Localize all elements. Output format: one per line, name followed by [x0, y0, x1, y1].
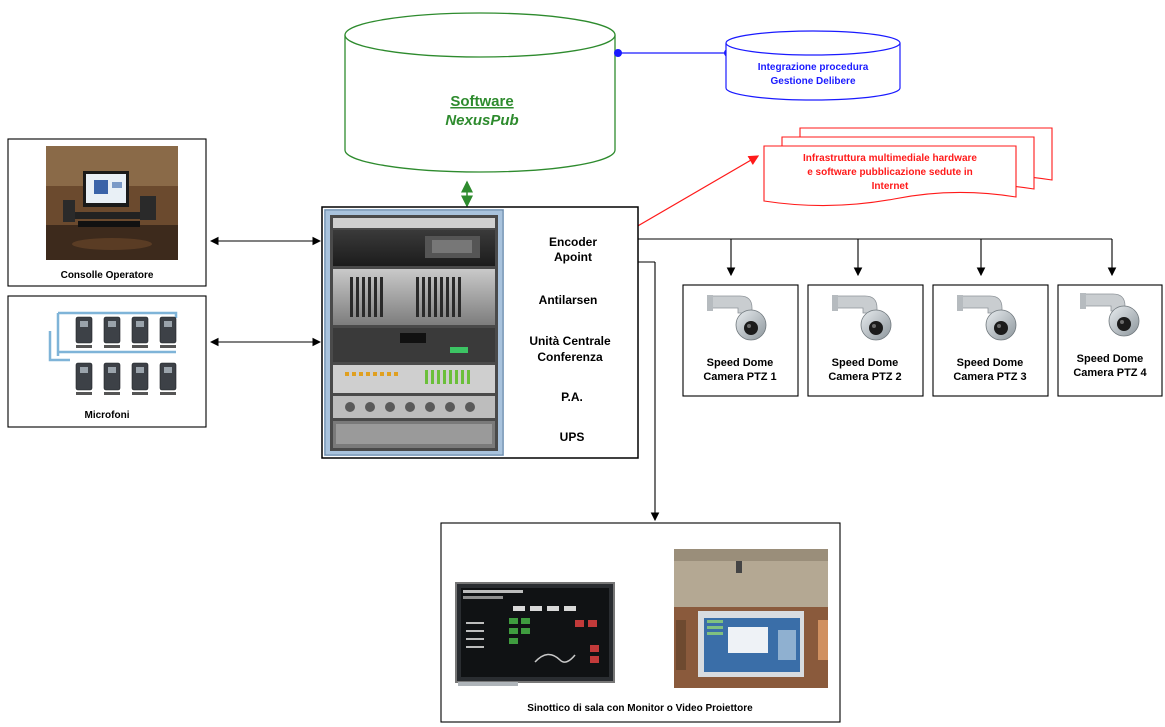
- camera-box-4: Speed Dome Camera PTZ 4: [1057, 284, 1163, 397]
- rack-unit: Encoder Apoint Antilarsen Unità Centrale…: [321, 206, 639, 459]
- console-label: Consolle Operatore: [61, 270, 154, 281]
- dome-camera-icon: [707, 295, 767, 341]
- rack-internet-link: [635, 155, 760, 228]
- nexuspub-label: NexusPub: [445, 112, 518, 129]
- dome-camera-icon: [832, 295, 892, 341]
- synoptic-label: Sinottico di sala con Monitor o Video Pr…: [527, 703, 753, 714]
- camera-4-label-2: Camera PTZ 4: [1073, 367, 1147, 379]
- microphones-label: Microfoni: [85, 410, 130, 421]
- dome-camera-icon: [1080, 293, 1140, 337]
- rack-pa-label: P.A.: [561, 390, 583, 404]
- integration-label-2: Gestione Delibere: [770, 76, 855, 87]
- monitor-image: [455, 582, 615, 686]
- rack-encoder-label: Encoder: [549, 235, 597, 249]
- rack-synoptic-link: [638, 261, 660, 522]
- internet-document: Infrastruttura multimediale hardware e s…: [763, 127, 1053, 207]
- software-label: Software: [450, 93, 513, 110]
- console-photo: [46, 146, 178, 260]
- rack-central-label: Unità Centrale: [529, 334, 611, 348]
- camera-box-3: Speed Dome Camera PTZ 3: [932, 284, 1049, 397]
- integration-connector: [614, 49, 732, 57]
- camera-3-label-2: Camera PTZ 3: [953, 371, 1026, 383]
- microphones-graphic: [48, 311, 178, 395]
- rack-ups-label: UPS: [560, 430, 585, 444]
- integration-label-1: Integrazione procedura: [758, 62, 869, 73]
- rack-conference-label: Conferenza: [537, 350, 603, 364]
- internet-label-1: Infrastruttura multimediale hardware: [803, 153, 977, 164]
- camera-2-label-1: Speed Dome: [832, 357, 899, 369]
- camera-4-label-1: Speed Dome: [1077, 353, 1144, 365]
- camera-box-2: Speed Dome Camera PTZ 2: [807, 284, 924, 397]
- internet-label-3: Internet: [872, 181, 909, 192]
- camera-1-label-1: Speed Dome: [707, 357, 774, 369]
- rack-equipment: [330, 215, 498, 451]
- camera-2-label-2: Camera PTZ 2: [828, 371, 901, 383]
- integration-database: Integrazione procedura Gestione Delibere: [725, 30, 901, 101]
- software-database: Software NexusPub: [344, 12, 616, 173]
- synoptic-box: Sinottico di sala con Monitor o Video Pr…: [440, 522, 841, 723]
- rack-antilarsen-label: Antilarsen: [539, 293, 598, 307]
- camera-1-label-2: Camera PTZ 1: [703, 371, 776, 383]
- camera-bus: [638, 238, 1117, 277]
- camera-3-label-1: Speed Dome: [957, 357, 1024, 369]
- dome-camera-icon: [957, 295, 1017, 341]
- console-box: Consolle Operatore: [7, 138, 207, 287]
- camera-box-1: Speed Dome Camera PTZ 1: [682, 284, 799, 397]
- internet-label-2: e software pubblicazione sedute in: [807, 167, 973, 178]
- microphones-box: Microfoni: [7, 295, 207, 428]
- projector-image: [674, 549, 828, 688]
- rack-apoint-label: Apoint: [554, 250, 592, 264]
